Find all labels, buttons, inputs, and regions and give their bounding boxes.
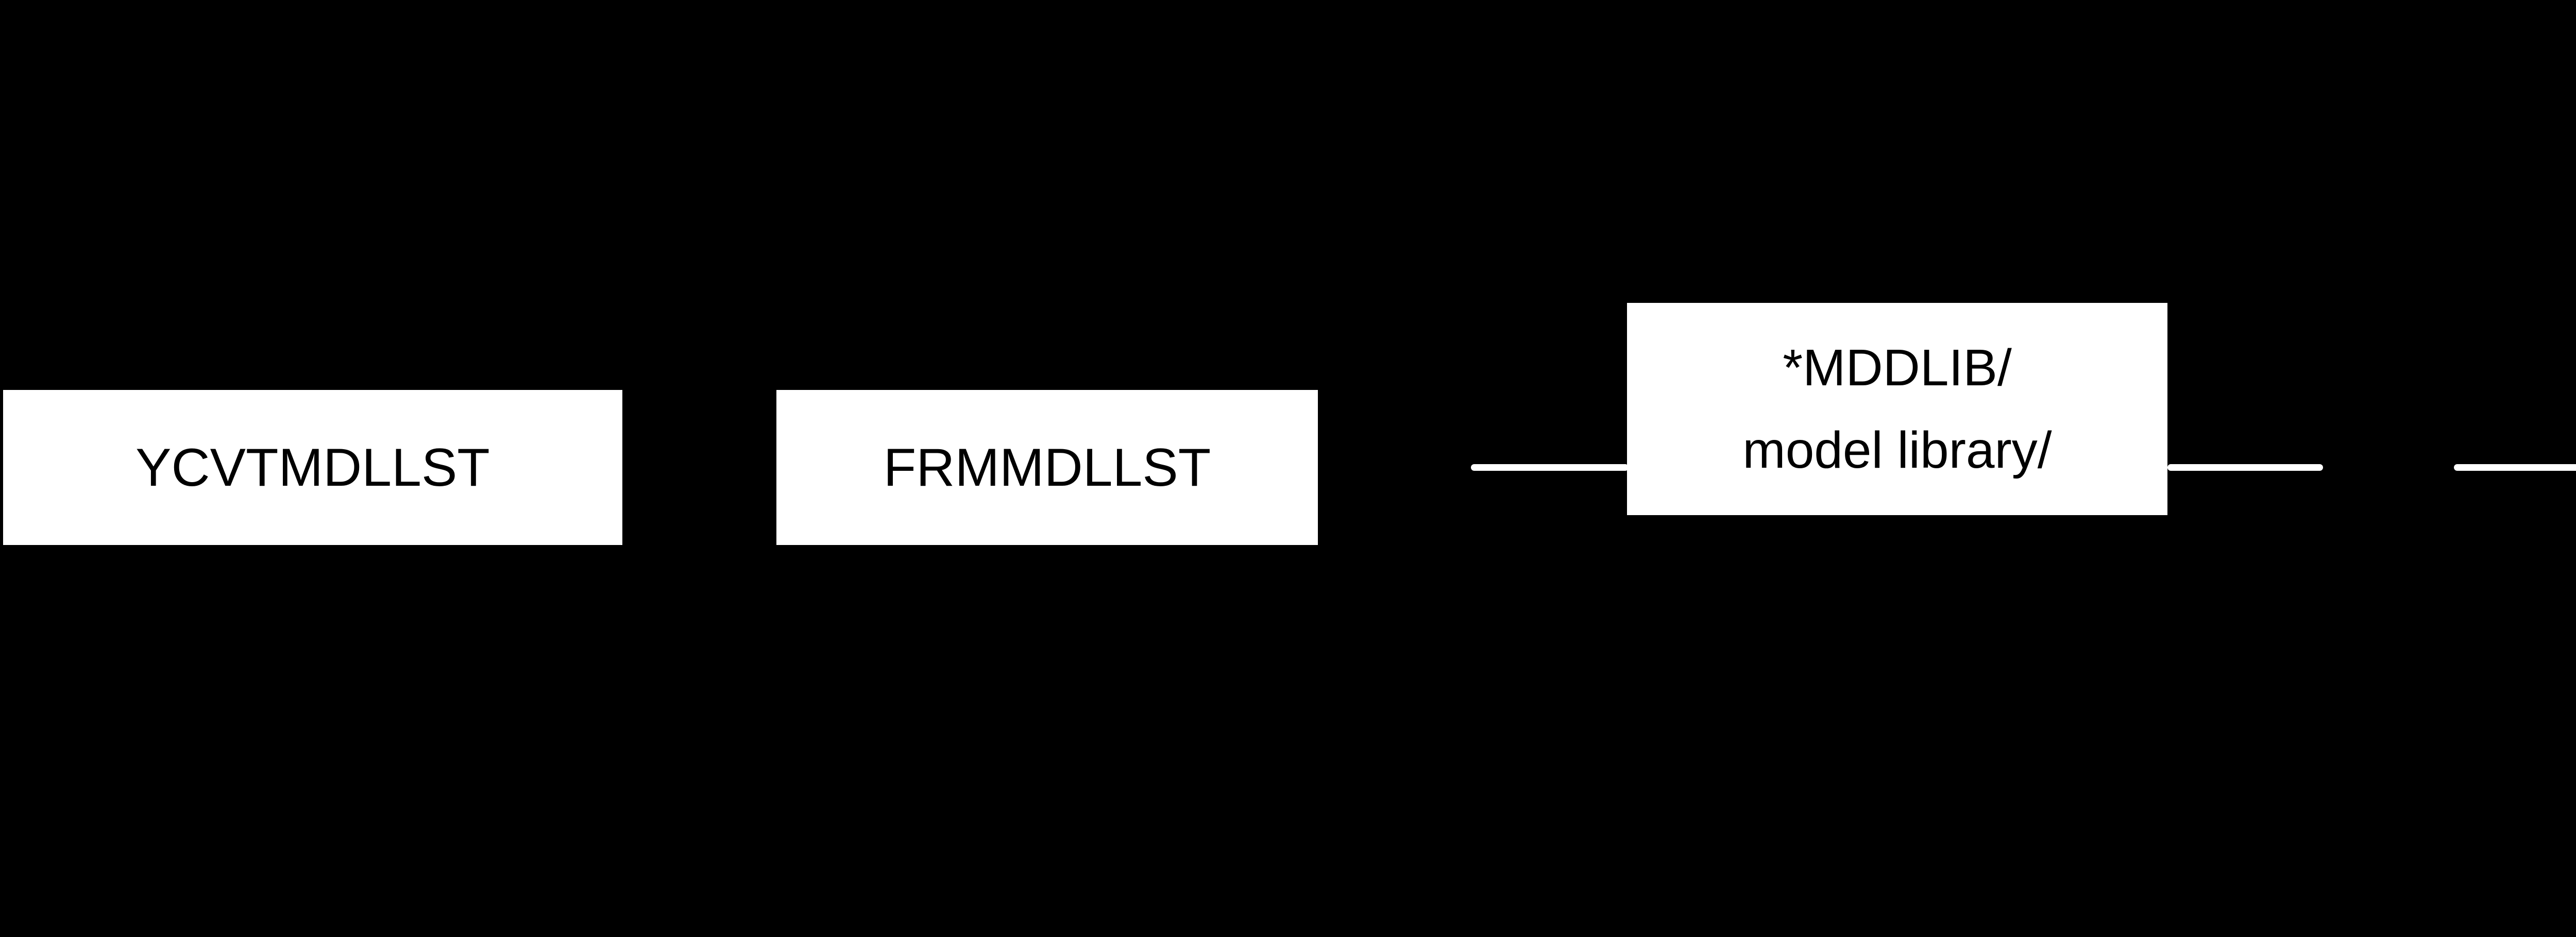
parameter-keyword-box: FRMMDLLST — [776, 390, 1318, 545]
connector-mddlib-out-right — [2454, 464, 2576, 471]
library-qualifier-special-value: *MDDLIB/ — [1783, 339, 2012, 397]
connector-frmmdllst-to-mddlib — [1471, 464, 1629, 471]
command-name-label: YCVTMDLLST — [135, 437, 490, 498]
parameter-keyword-label: FRMMDLLST — [883, 437, 1211, 498]
command-name-box: YCVTMDLLST — [3, 390, 622, 545]
library-qualifier-user-value: model library/ — [1742, 421, 2052, 479]
library-qualifier-box: *MDDLIB/ model library/ — [1627, 303, 2167, 515]
connector-mddlib-out-left — [2167, 464, 2323, 471]
